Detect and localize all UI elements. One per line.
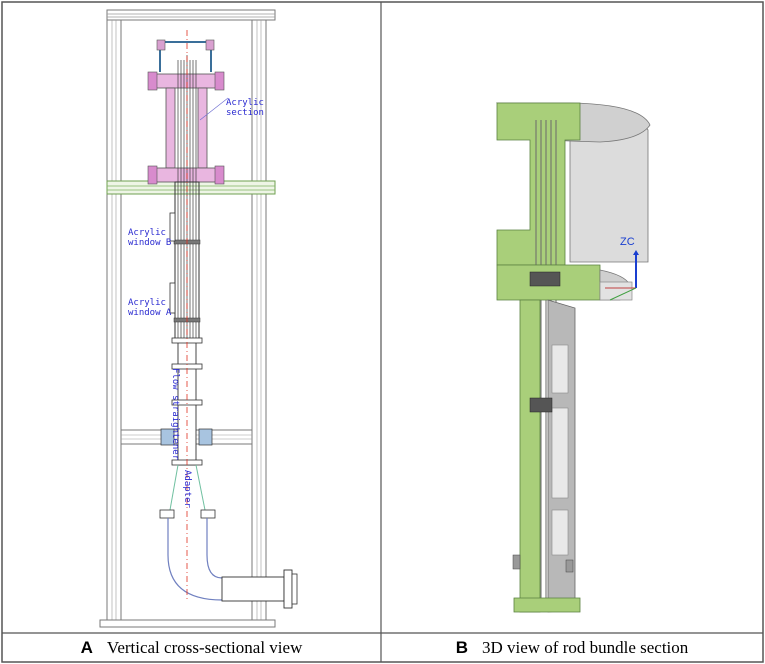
caption-panel-b: B 3D view of rod bundle section [381,637,763,659]
panel-a-drawing [99,9,298,628]
label-acrylic-window-b: Acrylic window B [128,228,172,248]
caption-text-a: Vertical cross-sectional view [106,638,303,657]
caption-panel-a: A Vertical cross-sectional view [2,637,381,659]
axis-label-zc: ZC [620,236,635,248]
label-flow-straightener: Flow straightener [170,368,180,461]
caption-letter-a: A [80,638,93,657]
label-acrylic-window-a: Acrylic window A [128,298,172,318]
caption-letter-b: B [455,638,468,657]
panel-b-drawing [495,102,651,613]
label-adapter: Adapter [182,470,192,508]
label-acrylic-section: Acrylic section [226,98,264,118]
caption-text-b: 3D view of rod bundle section [481,638,689,657]
